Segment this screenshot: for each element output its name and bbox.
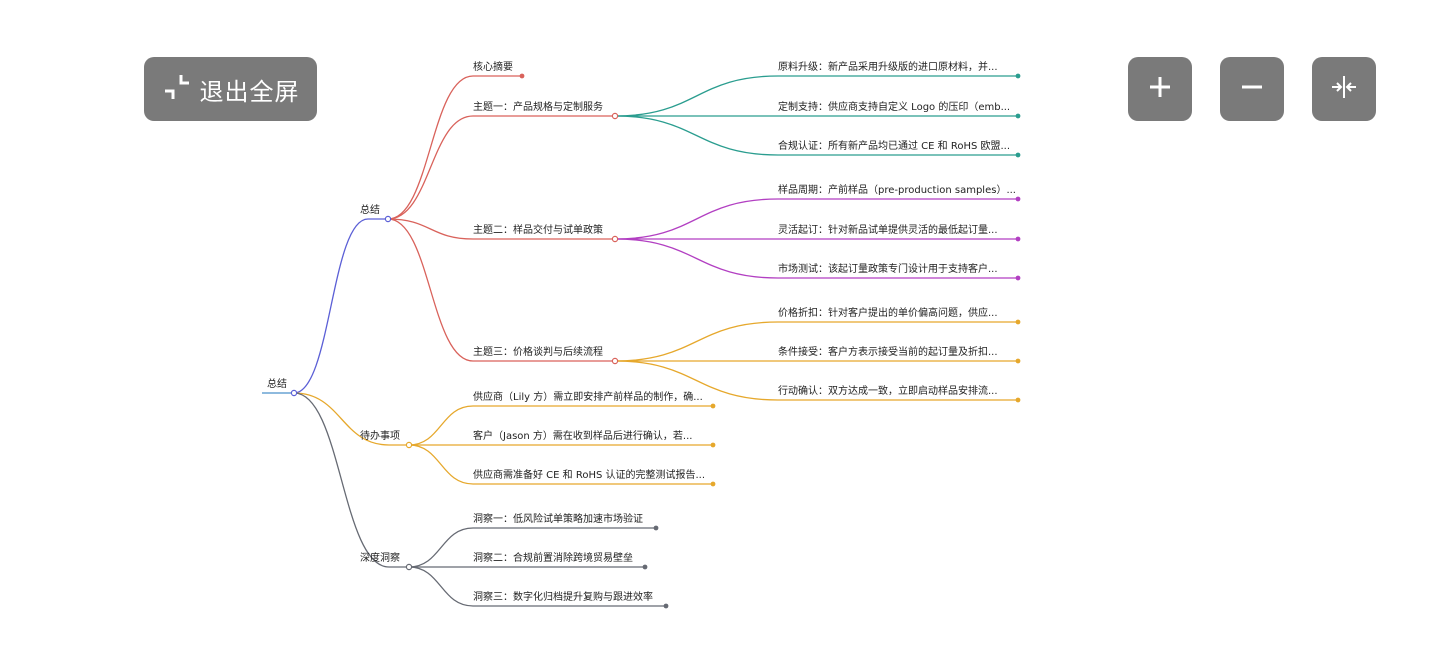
summary-node[interactable] [384, 215, 392, 223]
todo-node-label[interactable]: 待办事项 [360, 429, 400, 442]
summary-child-label-1[interactable]: 主题一：产品规格与定制服务 [473, 100, 603, 113]
summary-child-label-3[interactable]: 主题三：价格谈判与后续流程 [473, 345, 603, 358]
summary-child-node-1[interactable] [611, 112, 619, 120]
insight-leaf-dot-1 [642, 564, 648, 570]
insight-leaf-label-1[interactable]: 洞察二：合规前置消除跨境贸易壁垒 [473, 551, 633, 564]
insight-node[interactable] [405, 563, 413, 571]
zoom-out-button[interactable] [1220, 57, 1284, 121]
todo-leaf-edge-2 [408, 444, 474, 485]
topic2-leaf-edge-2 [614, 238, 779, 279]
topic1-leaf-edge-0 [614, 75, 779, 117]
todo-leaf-dot-1 [710, 442, 716, 448]
insight-leaf-edge-0 [408, 527, 474, 568]
topic3-leaf-label-2[interactable]: 行动确认：双方达成一致，立即启动样品安排流... [778, 384, 998, 397]
todo-edge [293, 392, 390, 446]
topic3-leaf-dot-0 [1015, 319, 1021, 325]
topic3-leaf-label-1[interactable]: 条件接受：客户方表示接受当前的起订量及折扣... [778, 345, 998, 358]
topic3-leaf-edge-2 [614, 360, 779, 401]
topic1-leaf-dot-0 [1015, 73, 1021, 79]
topic1-leaf-edge-2 [614, 115, 779, 156]
topic3-leaf-label-0[interactable]: 价格折扣：针对客户提出的单价偏高问题，供应... [778, 306, 998, 319]
topic2-leaf-dot-1 [1015, 236, 1021, 242]
insight-leaf-edge-2 [408, 566, 474, 607]
todo-leaf-label-1[interactable]: 客户（Jason 方）需在收到样品后进行确认，若... [473, 429, 692, 442]
topic3-leaf-edge-0 [614, 321, 779, 362]
topic2-leaf-dot-0 [1015, 196, 1021, 202]
zoom-in-button[interactable] [1128, 57, 1192, 121]
insight-node-label[interactable]: 深度洞察 [360, 551, 400, 564]
topic1-leaf-label-1[interactable]: 定制支持：供应商支持自定义 Logo 的压印（emb... [778, 100, 1010, 113]
topic1-leaf-dot-1 [1015, 113, 1021, 119]
insight-leaf-label-2[interactable]: 洞察三：数字化归档提升复购与跟进效率 [473, 590, 653, 603]
plus-icon [1148, 75, 1172, 103]
summary-child-node-3[interactable] [611, 357, 619, 365]
todo-leaf-dot-0 [710, 403, 716, 409]
mind-map-nodes: 总结总结待办事项深度洞察核心摘要主题一：产品规格与定制服务原料升级：新产品采用升… [267, 60, 1021, 609]
topic3-leaf-dot-1 [1015, 358, 1021, 364]
exit-fullscreen-button[interactable]: 退出全屏 [144, 57, 317, 121]
exit-fullscreen-label: 退出全屏 [199, 77, 300, 106]
summary-leaf-dot-0 [519, 73, 525, 79]
summary-child-label-2[interactable]: 主题二：样品交付与试单政策 [473, 223, 603, 236]
insight-edge [293, 392, 390, 568]
todo-leaf-dot-2 [710, 481, 716, 487]
summary-child-edge-0 [387, 75, 474, 220]
topic2-leaf-label-0[interactable]: 样品周期：产前样品（pre-production samples）... [778, 183, 1016, 196]
insight-leaf-dot-2 [663, 603, 669, 609]
exit-fullscreen-icon [162, 72, 192, 106]
minus-icon [1240, 75, 1264, 103]
collapse-icon [1330, 73, 1358, 105]
insight-leaf-label-0[interactable]: 洞察一：低风险试单策略加速市场验证 [473, 512, 643, 525]
topic1-leaf-label-0[interactable]: 原料升级：新产品采用升级版的进口原材料，并... [778, 60, 998, 73]
topic2-leaf-dot-2 [1015, 275, 1021, 281]
todo-leaf-label-0[interactable]: 供应商（Lily 方）需立即安排产前样品的制作，确... [473, 390, 703, 403]
insight-leaf-dot-0 [653, 525, 659, 531]
summary-child-edge-3 [387, 218, 474, 362]
mind-map-edges [262, 75, 1018, 607]
topic1-leaf-label-2[interactable]: 合规认证：所有新产品均已通过 CE 和 RoHS 欧盟... [778, 139, 1010, 152]
todo-leaf-edge-0 [408, 405, 474, 446]
summary-child-edge-1 [387, 115, 474, 220]
summary-child-node-2[interactable] [611, 235, 619, 243]
summary-node-label[interactable]: 总结 [360, 203, 380, 216]
root-node-label[interactable]: 总结 [267, 377, 287, 390]
summary-child-edge-2 [387, 218, 474, 240]
topic2-leaf-label-2[interactable]: 市场测试：该起订量政策专门设计用于支持客户... [778, 262, 998, 275]
topic3-leaf-dot-2 [1015, 397, 1021, 403]
topic2-leaf-edge-0 [614, 198, 779, 240]
root-node[interactable] [290, 389, 298, 397]
todo-leaf-label-2[interactable]: 供应商需准备好 CE 和 RoHS 认证的完整测试报告... [473, 468, 705, 481]
summary-child-label-0[interactable]: 核心摘要 [473, 60, 513, 73]
todo-node[interactable] [405, 441, 413, 449]
summary-edge [293, 218, 369, 394]
fit-view-button[interactable] [1312, 57, 1376, 121]
topic2-leaf-label-1[interactable]: 灵活起订：针对新品试单提供灵活的最低起订量... [778, 223, 998, 236]
topic1-leaf-dot-2 [1015, 152, 1021, 158]
